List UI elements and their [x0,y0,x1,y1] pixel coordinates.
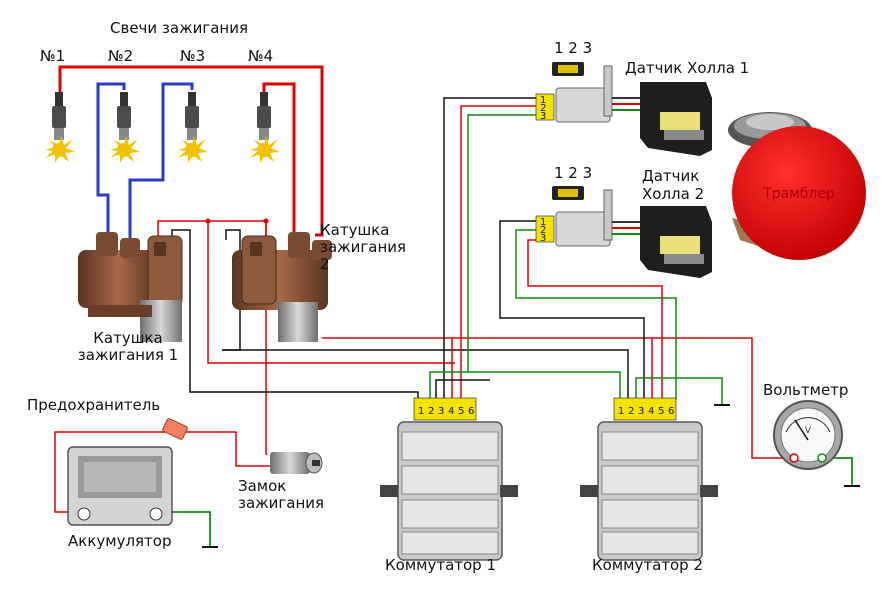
red-wire-fuse-lock [186,431,272,467]
black-ground-sw1 [435,379,490,400]
blue-wire-plug3-coil1 [128,82,194,245]
ignition-lock-label: Замок зажигания [238,477,325,512]
hall-pin-label: 2 [540,225,546,236]
voltmeter-dial-label: V [805,426,812,436]
hall-pin-label: 3 [540,233,546,244]
hall-pin-label: 3 [540,111,546,122]
green-wire-battery-ground [158,511,211,547]
spark-plugs [45,92,280,163]
ignition-coil-1 [78,232,183,342]
spark-plug-2 [110,92,140,163]
hall-pin-label: 1 [540,217,546,228]
ignition-coil-2 [232,232,332,342]
red-wire-hall2 [527,239,663,400]
switch-2-pin: 2 [628,406,634,417]
switch-2-pin: 5 [658,406,664,417]
red-wire-plugs-1-4 [58,65,324,237]
hall-sensor-2 [535,186,712,278]
coil-1-label: Катушка зажигания 1 [77,329,179,364]
fuse [162,418,188,440]
wires [54,65,860,548]
distributor: Трамблер [728,112,866,260]
plug-3-label: №3 [180,47,206,65]
switch-1-pin: 4 [448,406,454,417]
hall-sensor-1 [535,62,712,156]
coil-2-label: Катушка зажигания 2 [320,221,407,273]
blue-wire-plug2-coil1 [96,82,126,240]
hall-pin-label: 2 [540,103,546,114]
spark-plug-4 [250,92,280,163]
spark-icon [250,136,280,163]
switch-1-pin: 3 [438,406,444,417]
spark-icon [110,136,140,163]
black-wire-hall1 [443,97,536,400]
green-wire-hall2 [515,229,677,400]
hall-sensor-2-label-line2: Холла 2 [642,185,705,203]
switch-2-pin: 6 [668,406,674,417]
connector-2-pins-label: 1 2 3 [554,164,593,182]
red-wire-plug4-coil2 [262,82,296,240]
switch-2 [580,397,718,561]
voltmeter: V [773,400,843,470]
spark-plugs-title: Свечи зажигания [110,19,249,37]
switch-2-pin: 3 [638,406,644,417]
spark-icon [45,136,75,163]
hall-sensor-1-label: Датчик Холла 1 [625,59,750,77]
spark-plug-3 [178,92,208,163]
distributor-label: Трамблер [762,186,835,202]
spark-icon [178,136,208,163]
battery [67,446,173,526]
red-wire-hall1 [460,105,536,400]
black-ground-sw2 [635,377,723,405]
hall-pin-label: 1 [540,95,546,106]
black-wire-coil1 [171,229,419,400]
red-wire-bus [322,337,788,459]
ignition-lock [270,452,323,474]
plug-4-label: №4 [248,47,274,65]
black-wire-coil2-sw2 [222,349,629,400]
green-wire-hall1-sw2 [468,371,621,400]
battery-label: Аккумулятор [68,532,172,550]
distributor-body [732,126,866,260]
connector-1-pins-label: 1 2 3 [554,39,593,57]
switch-1-label: Коммутатор 1 [385,556,497,574]
switch-1 [380,397,518,561]
switch-2-label: Коммутатор 2 [592,556,704,574]
spark-plug-1 [45,92,75,163]
plug-1-label: №1 [40,47,66,65]
fuse-label: Предохранитель [27,396,161,414]
switch-1-pin: 5 [458,406,464,417]
voltmeter-label: Вольтметр [763,381,849,399]
plug-2-label: №2 [108,47,134,65]
black-wire-hall2 [499,220,645,400]
switch-1-pin: 1 [418,406,424,417]
switch-1-pin: 2 [428,406,434,417]
green-wire-hall1 [429,114,536,400]
switch-2-pin: 1 [618,406,624,417]
switch-1-pin: 6 [468,406,474,417]
red-wire-feed-drop [207,221,455,364]
switch-2-pin: 4 [648,406,654,417]
hall-sensor-2-label-line1: Датчик [642,167,700,185]
